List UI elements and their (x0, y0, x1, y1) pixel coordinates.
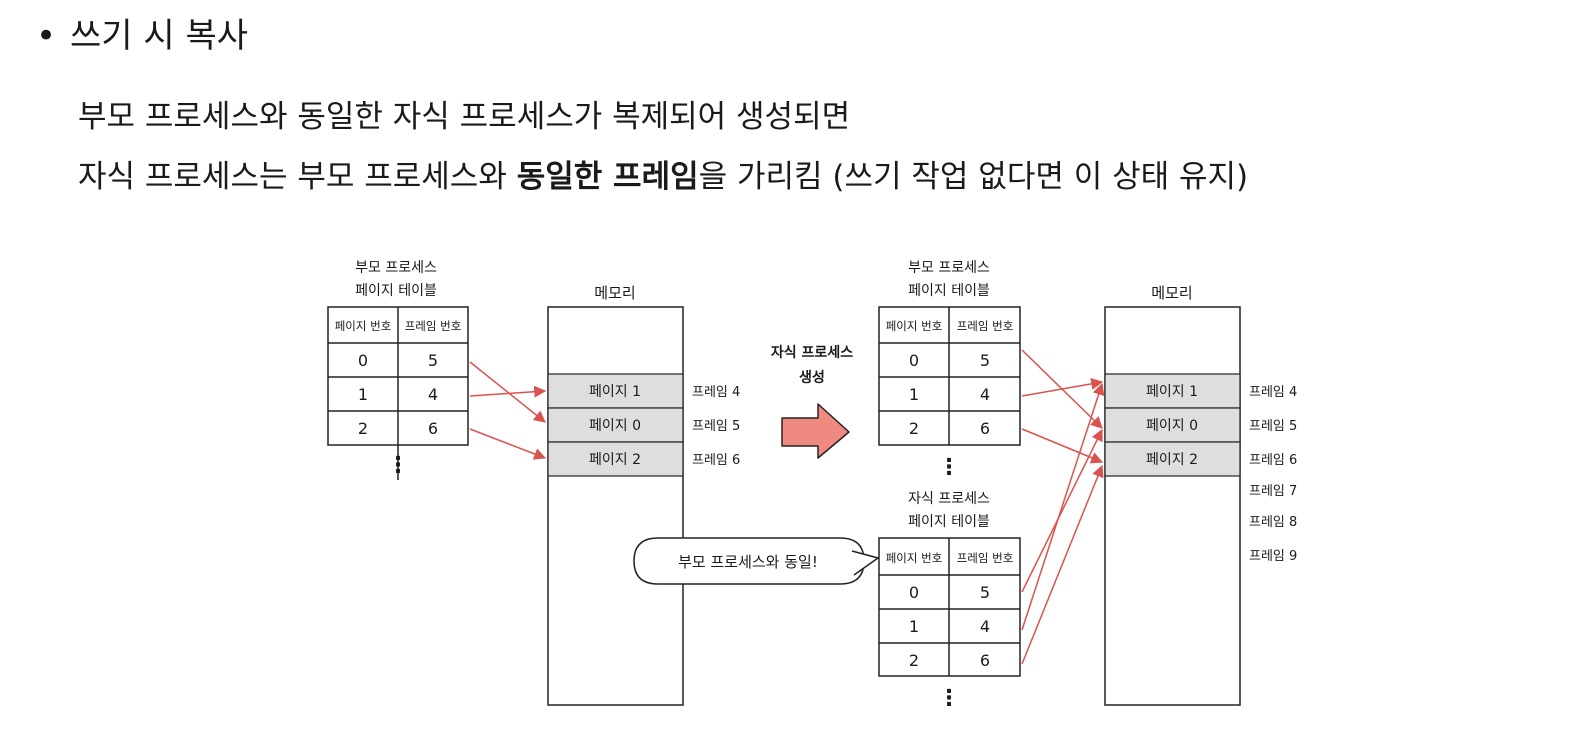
right-frame-label-5: 프레임 5 (1249, 419, 1297, 434)
left-memory-title: 메모리 (594, 284, 635, 302)
right-memory: 메모리 페이지 1 페이지 0 페이지 2 프레임 4 프레임 5 프레임 6 … (1104, 284, 1297, 706)
parent-col-page: 페이지 번호 (335, 319, 392, 333)
left-memory-page-1: 페이지 1 (589, 384, 641, 400)
parent-table-ellipsis: ⋮ (387, 453, 409, 478)
right-parent-title-2: 페이지 테이블 (908, 283, 990, 299)
right-frame-label-4: 프레임 4 (1249, 385, 1297, 400)
parent-row-0-frame: 5 (428, 351, 438, 370)
child-mapping-arrows (1021, 382, 1105, 665)
right-memory-page-1: 페이지 1 (1146, 384, 1198, 400)
parent-row-1-page: 1 (358, 385, 368, 404)
right-parent-row-2-frame: 6 (980, 419, 990, 438)
parent-row-2-page: 2 (358, 419, 368, 438)
speech-bubble-text: 부모 프로세스와 동일! (678, 553, 818, 571)
child-col-page: 페이지 번호 (886, 551, 943, 565)
slide-heading: • 쓰기 시 복사 (36, 10, 248, 62)
right-parent-row-1-frame: 4 (980, 385, 990, 404)
child-row-2-page: 2 (909, 651, 919, 670)
right-memory-page-2: 페이지 2 (1146, 452, 1198, 468)
left-memory: 메모리 페이지 1 페이지 0 페이지 2 프레임 4 프레임 5 프레임 6 (547, 284, 740, 706)
parent-table-title-1: 부모 프로세스 (355, 260, 437, 276)
parent-page-table: 부모 프로세스 페이지 테이블 페이지 번호 프레임 번호 0 5 1 4 2 … (327, 260, 469, 480)
child-table-ellipsis: ⋮ (938, 686, 960, 711)
parent-row-1-frame: 4 (428, 385, 438, 404)
right-parent-row-1-page: 1 (909, 385, 919, 404)
right-parent-col-page: 페이지 번호 (886, 319, 943, 333)
right-frame-label-9: 프레임 9 (1249, 549, 1297, 564)
left-frame-label-4: 프레임 4 (692, 385, 740, 400)
left-memory-page-2: 페이지 2 (589, 452, 641, 468)
right-parent-row-2-page: 2 (909, 419, 919, 438)
heading-title: 쓰기 시 복사 (70, 16, 249, 56)
child-row-1-frame: 4 (980, 617, 990, 636)
right-parent-row-0-frame: 5 (980, 351, 990, 370)
arrow-label-1: 자식 프로세스 (771, 345, 853, 361)
description-line-2-end: 을 가리킴 (쓰기 작업 없다면 이 상태 유지) (698, 159, 1249, 195)
child-row-0-page: 0 (909, 583, 919, 602)
right-frame-label-8: 프레임 8 (1249, 515, 1297, 530)
right-parent-row-0-page: 0 (909, 351, 919, 370)
child-row-2-frame: 6 (980, 651, 990, 670)
right-parent-mapping-arrows (1021, 349, 1104, 464)
child-col-frame: 프레임 번호 (957, 551, 1014, 565)
description-line-2-start: 자식 프로세스는 부모 프로세스와 (78, 159, 517, 195)
big-arrow-icon (781, 403, 850, 459)
parent-col-frame: 프레임 번호 (405, 319, 462, 333)
right-parent-page-table: 부모 프로세스 페이지 테이블 페이지 번호 프레임 번호 0 5 1 4 2 … (878, 260, 1021, 480)
arrow-label-2: 생성 (799, 370, 825, 386)
process-creation-arrow: 자식 프로세스 생성 (771, 345, 853, 459)
left-memory-page-0: 페이지 0 (589, 418, 641, 434)
right-frame-label-6: 프레임 6 (1249, 453, 1297, 468)
speech-bubble: 부모 프로세스와 동일! (633, 537, 879, 585)
right-parent-title-1: 부모 프로세스 (908, 260, 990, 276)
right-frame-label-7: 프레임 7 (1249, 484, 1297, 499)
description-line-2: 자식 프로세스는 부모 프로세스와 동일한 프레임을 가리킴 (쓰기 작업 없다… (78, 154, 1248, 200)
bullet-point: • (36, 16, 57, 56)
parent-table-title-2: 페이지 테이블 (355, 283, 437, 299)
right-parent-ellipsis: ⋮ (938, 455, 960, 480)
left-mapping-arrows (469, 361, 547, 460)
right-parent-col-frame: 프레임 번호 (957, 319, 1014, 333)
right-memory-page-0: 페이지 0 (1146, 418, 1198, 434)
child-page-table: 자식 프로세스 페이지 테이블 페이지 번호 프레임 번호 0 5 1 4 2 … (878, 491, 1021, 711)
description-emphasis: 동일한 프레임 (516, 159, 699, 195)
parent-row-2-frame: 6 (428, 419, 438, 438)
left-frame-label-5: 프레임 5 (692, 419, 740, 434)
left-frame-label-6: 프레임 6 (692, 453, 740, 468)
child-table-title-1: 자식 프로세스 (908, 491, 990, 507)
parent-row-0-page: 0 (358, 351, 368, 370)
description-line-1: 부모 프로세스와 동일한 자식 프로세스가 복제되어 생성되면 (78, 99, 851, 135)
right-memory-title: 메모리 (1151, 284, 1192, 302)
child-row-0-frame: 5 (980, 583, 990, 602)
child-row-1-page: 1 (909, 617, 919, 636)
child-table-title-2: 페이지 테이블 (908, 514, 990, 530)
